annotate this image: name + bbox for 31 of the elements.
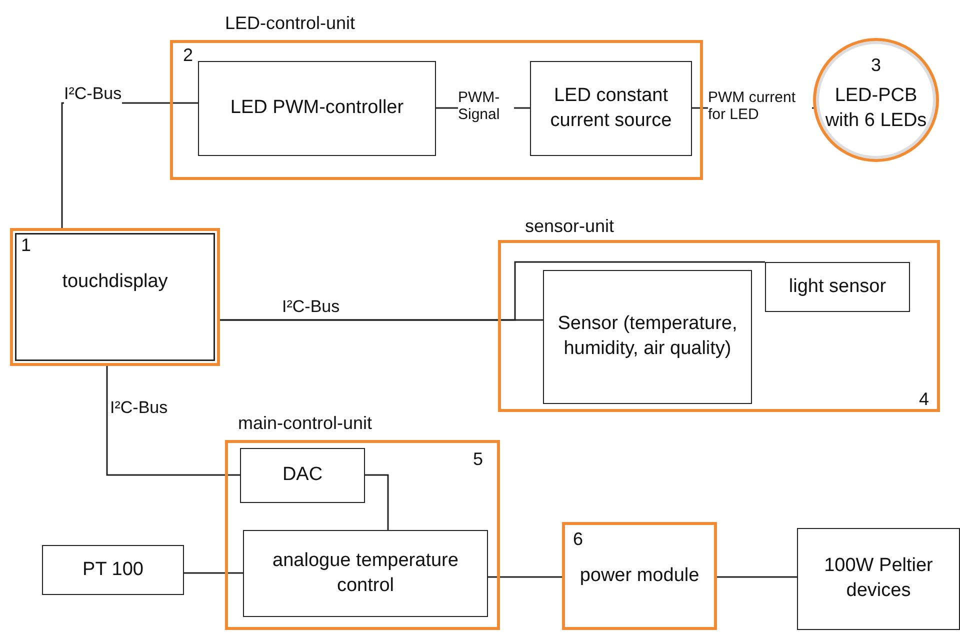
controller-box [10,228,220,366]
module-frame [562,522,717,630]
module-label: LED-PCB with 6 LEDs [824,84,928,133]
unit-number: 1 [21,235,32,256]
unit-heading: main-control-unit [238,413,372,434]
led-pcb-circle [813,38,939,162]
edge-label: PWM- Signal [458,89,514,124]
process-box: 100W Peltier devices [797,528,960,630]
edge-label: I²C-Bus [64,84,122,104]
process-box: LED constant current source [530,61,692,156]
module-label: power module [580,564,700,588]
unit-number: 5 [473,449,484,470]
connector-line [488,576,562,578]
process-box: DAC [240,448,365,503]
process-box: LED PWM-controller [198,61,436,156]
unit-number: 2 [183,45,194,66]
unit-number: 6 [573,529,584,550]
connector-line [220,261,765,321]
unit-heading: LED-control-unit [225,13,356,34]
connector-line [365,474,389,530]
connector-line [184,572,243,574]
process-box: light sensor [765,262,910,312]
unit-heading: sensor-unit [525,216,614,237]
connector-line [106,366,240,476]
process-box: PT 100 [42,545,184,595]
connector-line [717,576,797,578]
unit-number: 4 [919,389,930,410]
process-box: analogue temperature control [243,530,488,617]
module-label: touchdisplay [61,270,169,294]
unit-number: 3 [870,55,882,76]
process-box: Sensor (temperature, humidity, air quality) [543,270,752,404]
